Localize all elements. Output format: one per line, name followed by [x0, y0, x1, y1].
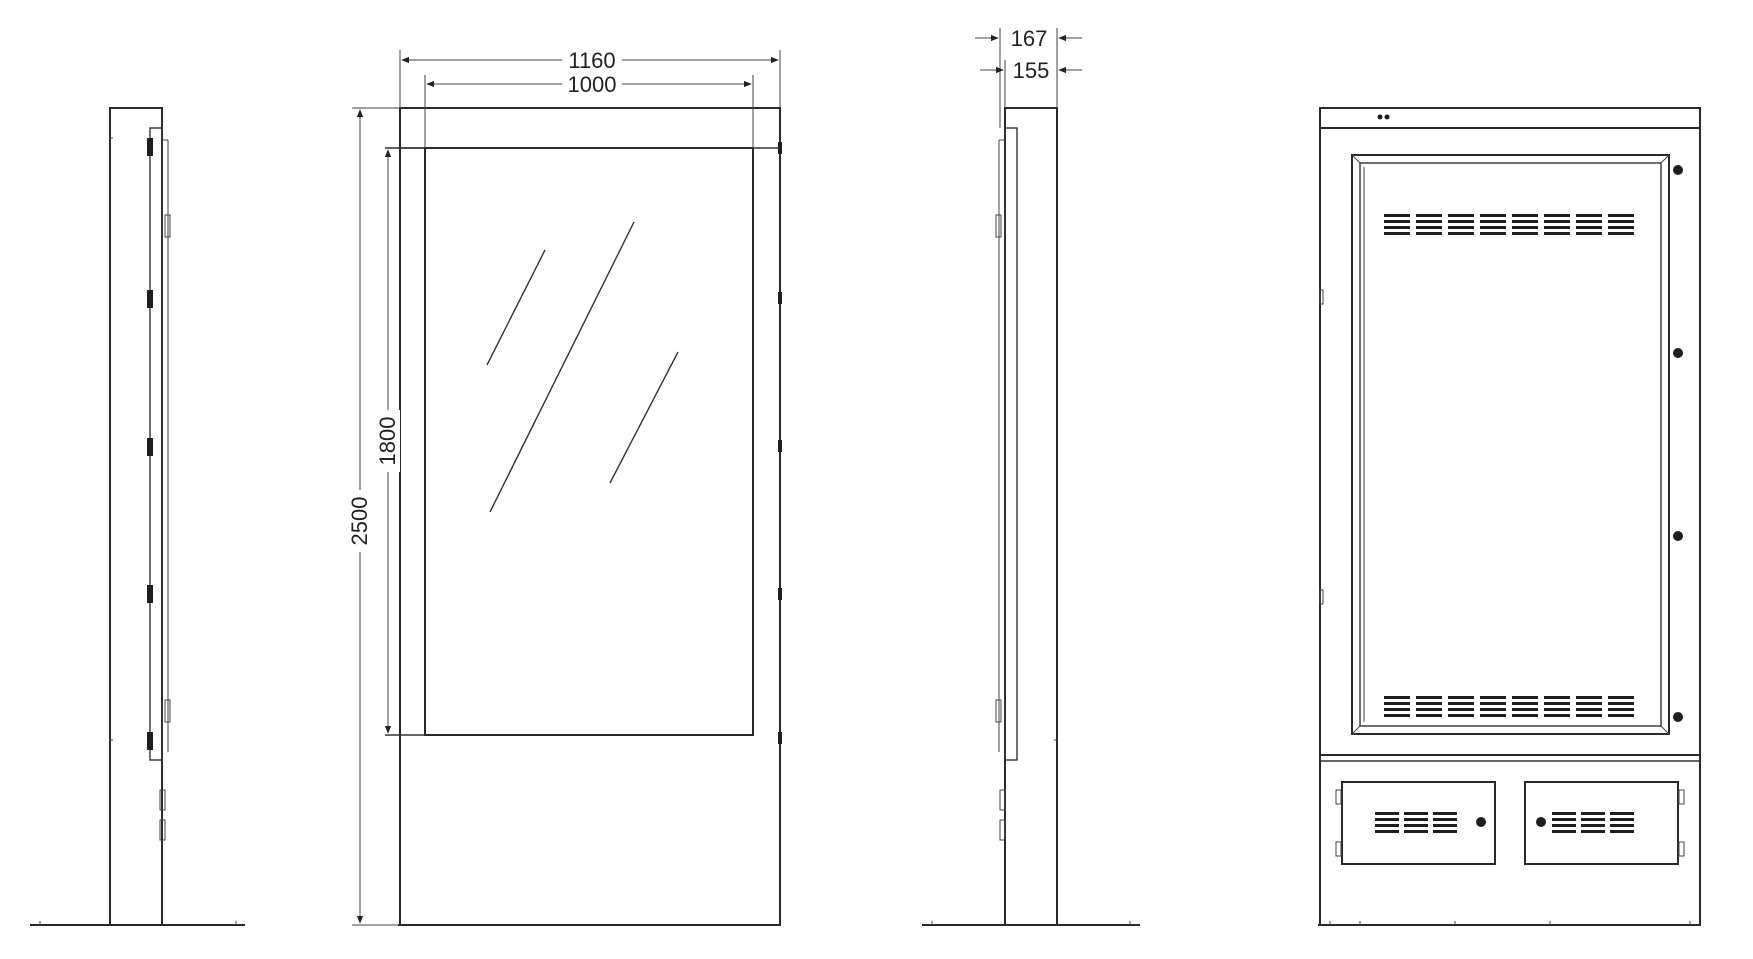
rear-door — [1351, 154, 1670, 735]
door-lock — [1673, 712, 1683, 722]
front-view: 1160 1000 2500 1800 — [347, 48, 782, 926]
bottom-vent-louvers — [1384, 696, 1634, 717]
side-view-right: 167 155 — [922, 26, 1140, 926]
dim-depth-outer: 167 — [1011, 26, 1048, 51]
panel-vent-left — [1375, 812, 1457, 833]
dim-screen-height: 1800 — [375, 417, 400, 466]
side-body — [109, 107, 163, 926]
dim-overall-width: 1160 — [568, 48, 615, 73]
dim-screen-width: 1000 — [568, 72, 617, 97]
screen-glass — [424, 147, 754, 736]
glass-reflection — [489, 221, 635, 513]
service-panel-left — [1341, 781, 1496, 865]
door-lock — [1673, 165, 1683, 175]
dim-depth-inner: 155 — [1013, 58, 1050, 83]
panel-vent-right — [1552, 812, 1634, 833]
glass-reflection — [609, 351, 679, 484]
side-view-left — [30, 107, 245, 926]
rear-view — [1318, 107, 1701, 926]
top-vent-louvers — [1384, 214, 1634, 235]
cabinet-outline — [399, 107, 781, 926]
side-body — [1004, 107, 1058, 926]
rear-cabinet-outline — [1319, 107, 1701, 926]
glass-reflection — [486, 249, 546, 366]
panel-lock — [1476, 817, 1486, 827]
dim-overall-height: 2500 — [347, 497, 372, 546]
door-lock — [1673, 531, 1683, 541]
screen-frame-edge — [1004, 127, 1018, 761]
service-panel-right — [1524, 781, 1679, 865]
door-lock — [1673, 348, 1683, 358]
panel-lock — [1536, 817, 1546, 827]
